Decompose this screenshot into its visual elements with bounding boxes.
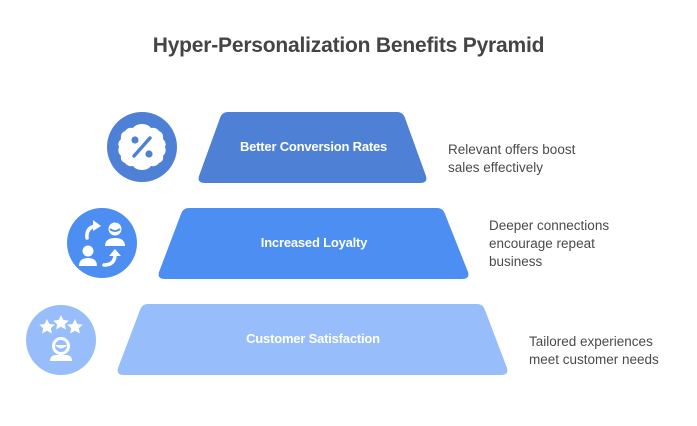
tier-2-description: Deeper connections encourage repeat busi… [489, 217, 609, 271]
description-line: Relevant offers boost [448, 142, 576, 157]
description-line: business [489, 254, 543, 269]
tier-3-trapezoid [117, 304, 508, 375]
description-line: Tailored experiences [529, 334, 653, 349]
tier-1-description: Relevant offers boost sales effectively [448, 141, 575, 177]
percent-badge-icon [107, 112, 177, 182]
tier-2-label: Increased Loyalty [260, 235, 368, 250]
description-line: Deeper connections [489, 218, 610, 233]
tier-3-label: Customer Satisfaction [246, 331, 380, 346]
description-line: encourage repeat [489, 236, 595, 251]
tier-1-trapezoid [198, 112, 427, 183]
description-line: sales effectively [448, 160, 544, 175]
description-line: meet customer needs [529, 352, 659, 367]
diagram-title: Hyper-Personalization Benefits Pyramid [152, 34, 545, 57]
star-rating-person-icon [26, 305, 96, 375]
tier-2-trapezoid [158, 208, 469, 279]
customer-exchange-icon [67, 208, 137, 278]
tier-1-label: Better Conversion Rates [239, 139, 388, 154]
tier-3-description: Tailored experiences meet customer needs [529, 333, 659, 369]
